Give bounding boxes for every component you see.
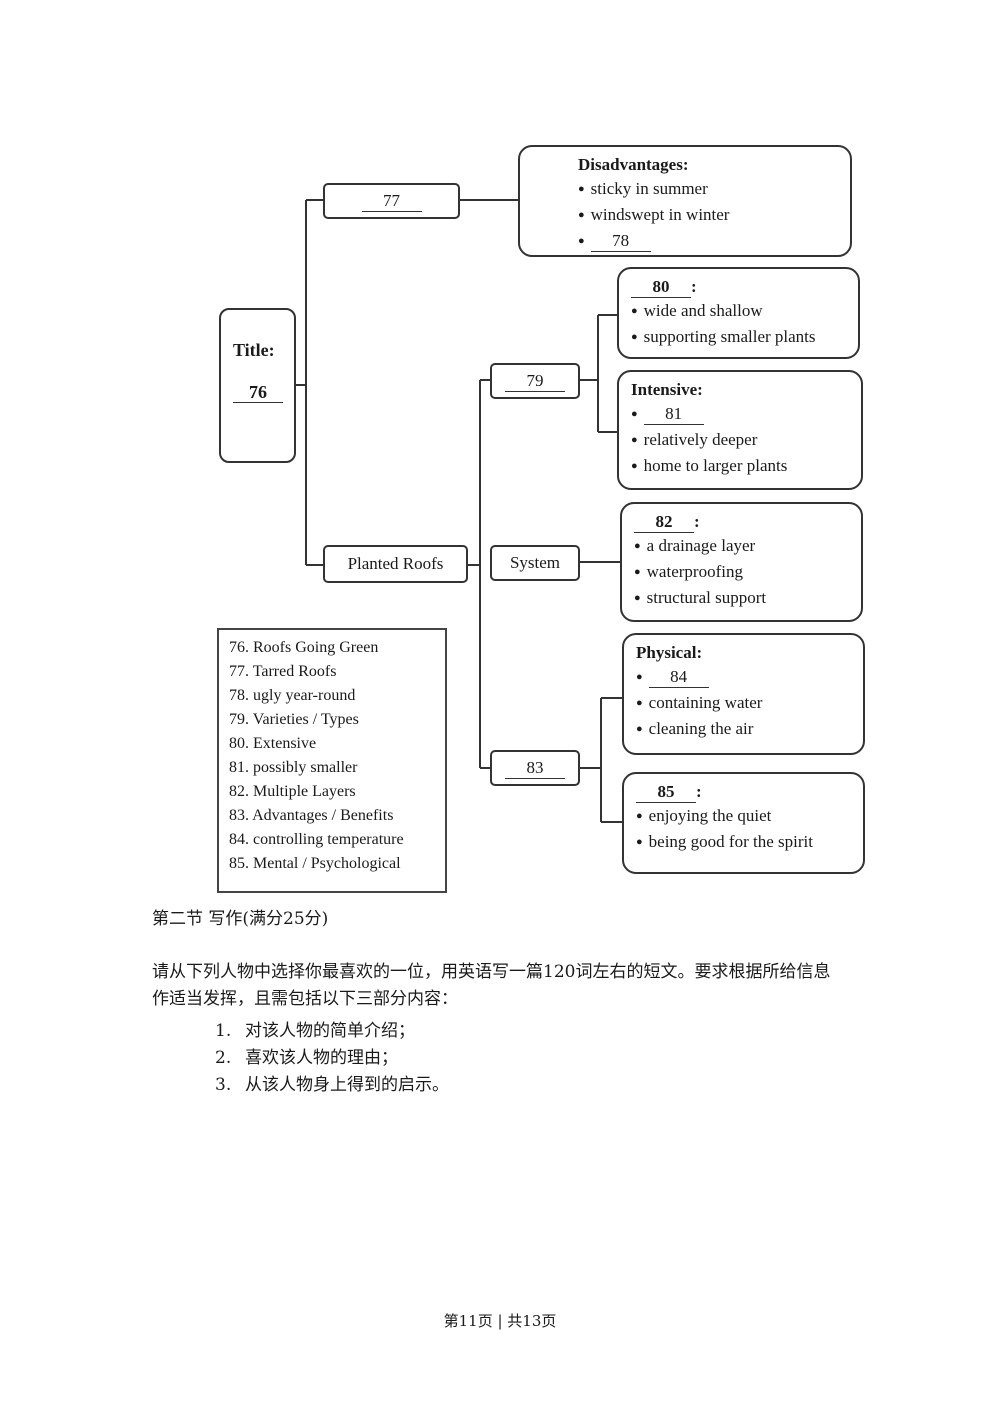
answer-key-item: 80. Extensive [229,735,317,752]
box-77: 77 [323,183,460,219]
section-heading: 第二节 写作(满分25分) [152,909,329,929]
answer-key-item: 83. Advantages / Benefits [229,807,394,824]
colon: : [696,782,702,801]
answer-key-item: 84. controlling temperature [229,831,404,848]
layers-box: 82: a drainage layer waterproofing struc… [620,502,863,622]
answer-key-item: 81. possibly smaller [229,759,358,776]
box-79: 79 [490,363,580,399]
requirement-item: 2. 喜欢该人物的理由； [215,1043,398,1068]
planted-roofs-label: Planted Roofs [347,554,444,573]
intensive-box: Intensive: 81 relatively deeper home to … [617,370,863,490]
blank-85: 85 [636,782,696,803]
intensive-item: relatively deeper [631,428,849,454]
answer-key-item: 79. Varieties / Types [229,711,359,728]
disadvantages-heading: Disadvantages: [578,155,689,174]
title-label: Title: [233,340,275,360]
intensive-heading: Intensive: [631,380,703,399]
colon: : [691,277,697,296]
diagram-connectors [296,199,622,823]
answer-key-box: 76. Roofs Going Green 77. Tarred Roofs 7… [217,628,447,893]
requirement-item: 3. 从该人物身上得到的启示。 [215,1070,449,1095]
mental-item: being good for the spirit [636,830,851,856]
blank-79: 79 [505,371,565,392]
blank-80: 80 [631,277,691,298]
requirement-item: 1. 对该人物的简单介绍； [215,1016,415,1041]
blank-76: 76 [233,382,283,403]
physical-item: containing water [636,691,851,717]
layer-item: waterproofing [634,560,849,586]
system-label: System [509,553,561,572]
answer-key-item: 76. Roofs Going Green [229,639,379,656]
item-number: 1. [215,1021,232,1041]
system-box: System [490,545,580,581]
blank-83: 83 [505,758,565,779]
instruction-line: 作适当发挥，且需包括以下三部分内容： [152,989,458,1009]
page-footer: 第11页 | 共13页 [443,1312,557,1330]
extensive-item: wide and shallow [631,299,846,325]
answer-key-item: 77. Tarred Roofs [229,663,337,680]
blank-77: 77 [361,191,422,212]
layer-item: a drainage layer [634,534,849,560]
mental-box: 85: enjoying the quiet being good for th… [622,772,865,874]
physical-box: Physical: 84 containing water cleaning t… [622,633,865,755]
disadvantage-item: windswept in winter [578,203,838,229]
physical-item: cleaning the air [636,717,851,743]
extensive-item: supporting smaller plants [631,325,846,351]
extensive-box: 80: wide and shallow supporting smaller … [617,267,860,359]
mental-item: enjoying the quiet [636,804,851,830]
box-83: 83 [490,750,580,786]
intensive-item: home to larger plants [631,454,849,480]
title-box: Title: 76 [219,308,296,463]
planted-roofs-box: Planted Roofs [323,545,468,583]
instruction-line: 请从下列人物中选择你最喜欢的一位，用英语写一篇120词左右的短文。要求根据所给信… [152,962,831,982]
blank-81: 81 [643,404,704,425]
physical-heading: Physical: [636,643,703,662]
colon: : [694,512,700,531]
blank-78: 78 [590,231,651,252]
disadvantage-item: sticky in summer [578,177,838,203]
item-number: 3. [215,1075,232,1095]
item-text: 喜欢该人物的理由； [245,1048,398,1068]
item-number: 2. [215,1048,232,1068]
answer-key-item: 82. Multiple Layers [229,783,356,800]
answer-key-item: 78. ugly year-round [229,687,356,704]
layer-item: structural support [634,586,849,612]
blank-82: 82 [634,512,694,533]
item-text: 从该人物身上得到的启示。 [245,1075,449,1095]
disadvantages-box: Disadvantages: sticky in summer windswep… [518,145,852,257]
item-text: 对该人物的简单介绍； [245,1021,415,1041]
blank-84: 84 [648,667,709,688]
answer-key-item: 85. Mental / Psychological [229,855,401,872]
